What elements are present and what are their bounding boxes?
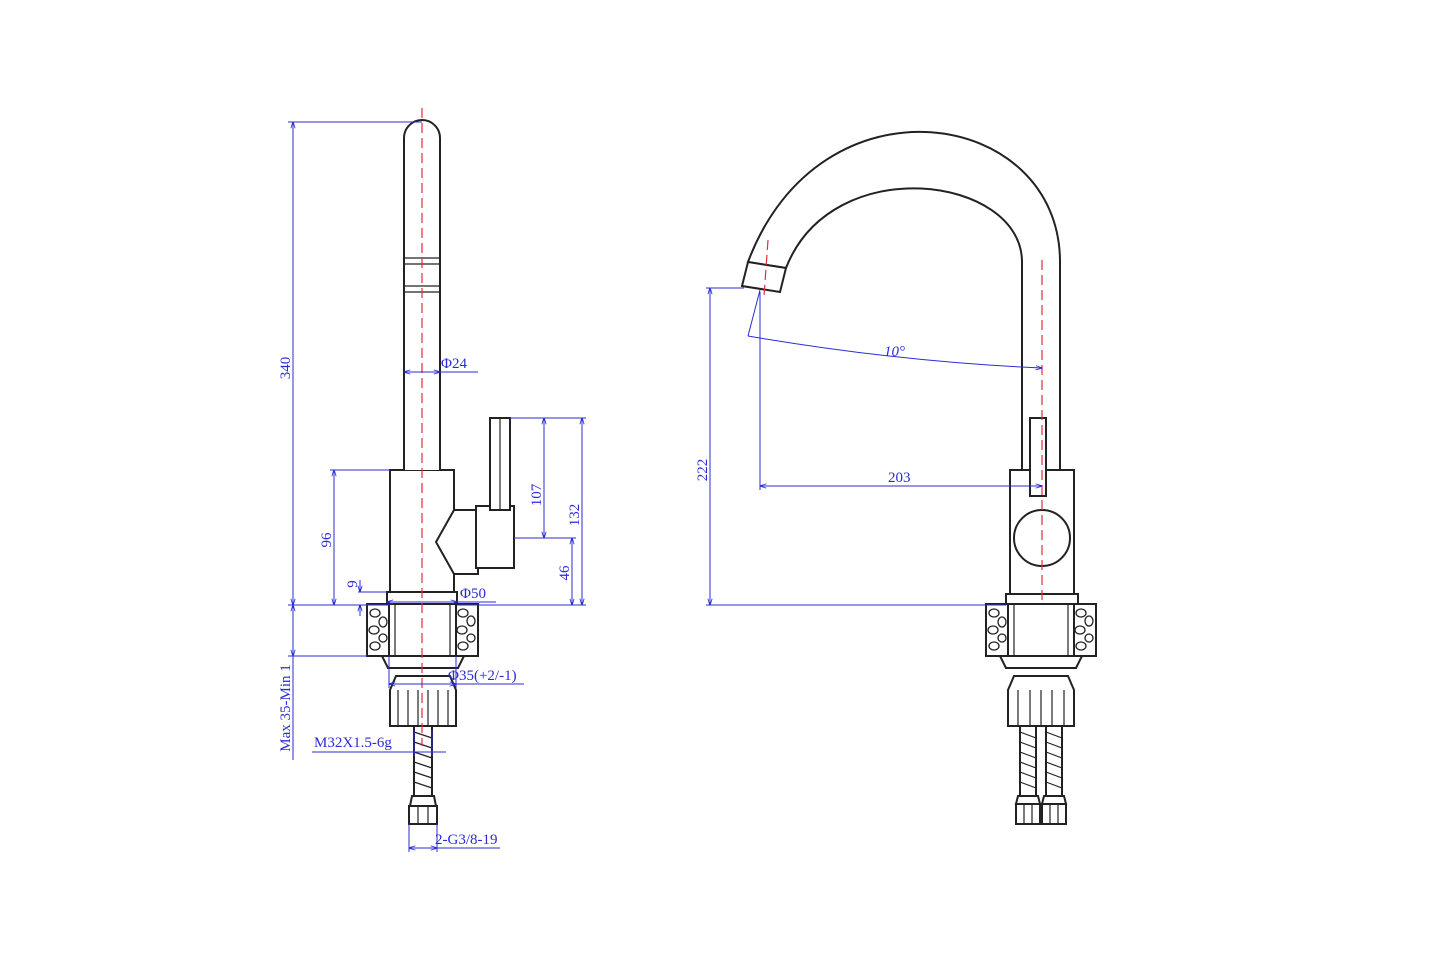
handle-cartridge: [434, 509, 479, 575]
gooseneck-spout: [746, 130, 1061, 480]
dim-handle-offset-label: 46: [557, 565, 573, 581]
dim-angle: 10°: [747, 289, 1042, 368]
dim-height-340: 340: [278, 122, 422, 605]
front-handle-stem: [1029, 417, 1047, 497]
front-mounting-nut: [1007, 675, 1075, 727]
front-countertop-right: [1073, 603, 1097, 657]
countertop-section-right: [455, 603, 479, 657]
dim-reach: 203: [760, 292, 1042, 490]
dim-handle-total-label: 132: [567, 504, 583, 527]
front-shank: [1007, 603, 1075, 657]
countertop-section-left: [366, 603, 390, 657]
dim-thread: M32X1.5-6g: [312, 730, 446, 756]
dim-base-diameter: Φ50: [387, 586, 496, 602]
dim-spout-height-label: 222: [695, 459, 711, 482]
mounting-nut: [389, 675, 457, 727]
dim-handle-total: 132: [457, 418, 586, 605]
side-view: 340 Φ24 96 9 Φ50: [278, 108, 586, 852]
supply-hose: [408, 725, 438, 825]
aerator-centerline: [763, 239, 769, 297]
dim-height-label: 340: [278, 357, 294, 380]
aerator: [740, 260, 788, 294]
dim-deck-thickness-label: Max 35-Min 1: [278, 664, 294, 752]
dim-body-height: 96: [319, 470, 390, 605]
dim-reach-label: 203: [888, 470, 911, 486]
dim-base-ring-label: 9: [345, 580, 361, 588]
dim-angle-label: 10°: [884, 344, 905, 360]
dim-base-ring: 9: [345, 580, 387, 616]
dim-handle-length-label: 107: [529, 483, 545, 506]
front-view: 10° 203 222: [695, 130, 1097, 825]
dim-hose: 2-G3/8-19: [409, 824, 500, 852]
dim-spout-height: 222: [695, 288, 1006, 605]
dim-thread-label: M32X1.5-6g: [314, 735, 392, 751]
dim-handle-offset: 46: [548, 538, 576, 605]
threaded-shank: [380, 603, 466, 669]
dim-spout-diameter-label: Φ24: [441, 356, 467, 372]
dim-handle-length: 107: [510, 418, 586, 538]
handle-hub: [475, 505, 515, 569]
dim-spout-diameter: Φ24: [404, 356, 478, 372]
dim-hole-diameter-label: Φ35(+2/-1): [448, 668, 517, 684]
dim-deck-thickness: Max 35-Min 1: [278, 605, 367, 760]
dim-body-height-label: 96: [319, 532, 335, 548]
front-supply-hoses: [1014, 725, 1068, 825]
dim-hole-diameter: Φ35(+2/-1): [389, 656, 524, 688]
dim-base-diameter-label: Φ50: [460, 586, 486, 602]
dim-hose-label: 2-G3/8-19: [435, 832, 498, 848]
front-countertop-left: [985, 603, 1009, 657]
